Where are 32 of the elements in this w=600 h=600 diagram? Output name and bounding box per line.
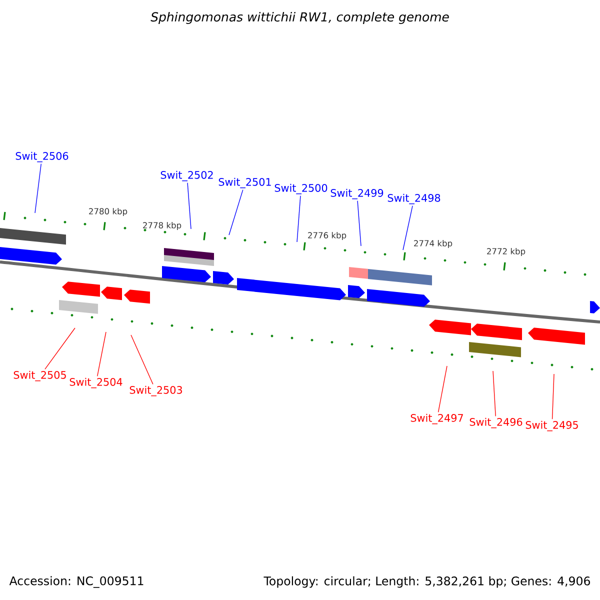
position-label: 2776 kbp <box>308 232 346 240</box>
leader-line <box>97 332 106 377</box>
leader-line <box>187 182 192 230</box>
leader-line <box>552 374 554 420</box>
gene-label: Swit_2501 <box>218 178 271 188</box>
footer-text: Accession: NC_009511 <box>9 576 144 588</box>
gene-label: Swit_2497 <box>410 414 463 424</box>
leader-line <box>438 366 448 413</box>
leader-line <box>44 328 76 370</box>
gene-label: Swit_2498 <box>388 194 440 204</box>
leader-line <box>34 163 42 214</box>
position-label: 2778 kbp <box>143 222 182 230</box>
gene-label: Swit_2495 <box>526 420 578 432</box>
position-label: 2774 kbp <box>414 240 452 248</box>
leader-line <box>402 205 413 250</box>
position-label: 2772 kbp <box>487 248 526 256</box>
title: Sphingomonas wittichii RW1, complete genome <box>150 12 449 24</box>
leader-line <box>228 189 244 236</box>
position-label: 2780 kbp <box>89 208 128 216</box>
gene-label: Swit_2496 <box>470 418 522 428</box>
leader-line <box>492 370 496 417</box>
leader-line <box>130 334 154 385</box>
gene-label: Swit_2500 <box>274 184 328 194</box>
gene-label: Swit_2503 <box>130 386 182 396</box>
footer-text: Topology: circular; Length: 5,382,261 bp; Genes: 4,906 <box>264 576 590 588</box>
gene-label: Swit_2504 <box>70 378 122 388</box>
leader-line <box>296 195 301 242</box>
gene-label: Swit_2505 <box>14 370 66 382</box>
leader-line <box>357 200 362 246</box>
gene-label: Swit_2506 <box>16 152 68 162</box>
gene-label: Swit_2502 <box>160 170 213 182</box>
gene-label: Swit_2499 <box>330 188 384 200</box>
